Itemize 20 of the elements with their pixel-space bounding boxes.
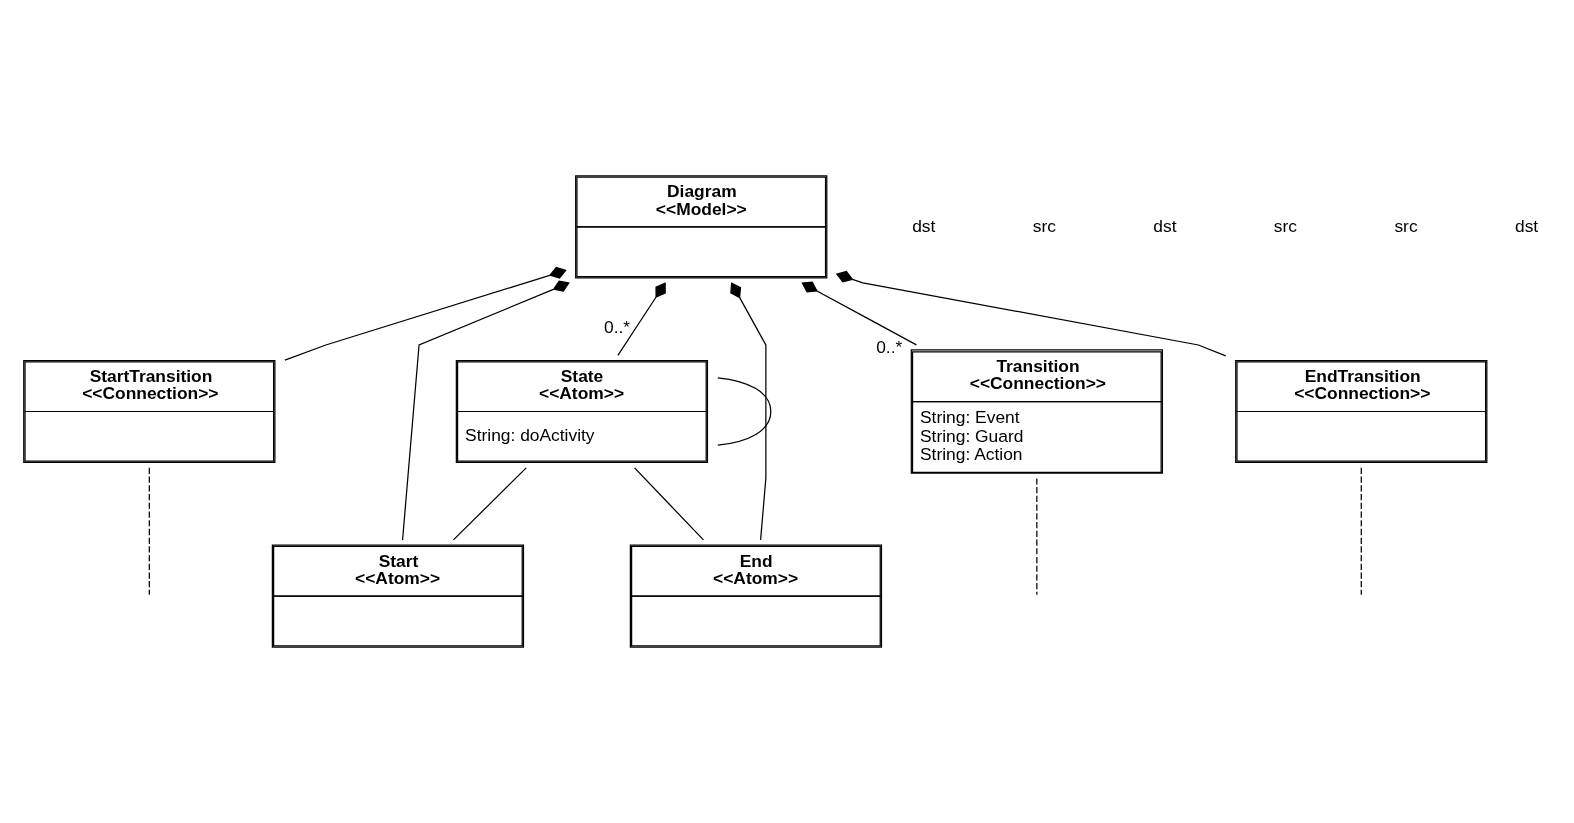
label: src	[1032, 215, 1056, 236]
connector	[730, 282, 767, 541]
label: dst	[912, 215, 936, 236]
connector	[617, 282, 666, 356]
connector	[452, 467, 527, 541]
connector	[801, 281, 917, 346]
connector	[633, 467, 705, 541]
edge-label: 0..*	[604, 316, 631, 337]
label: dst	[1515, 215, 1539, 236]
label: src	[1273, 215, 1298, 236]
label: src	[1394, 215, 1418, 236]
edge-label: 0..*	[876, 336, 903, 357]
connector	[401, 280, 570, 541]
connector	[284, 266, 567, 361]
connector	[148, 467, 150, 596]
connector	[835, 270, 1227, 357]
label: dst	[1153, 215, 1177, 236]
connector	[1036, 477, 1038, 596]
connector	[717, 377, 772, 446]
connector	[1360, 467, 1362, 596]
